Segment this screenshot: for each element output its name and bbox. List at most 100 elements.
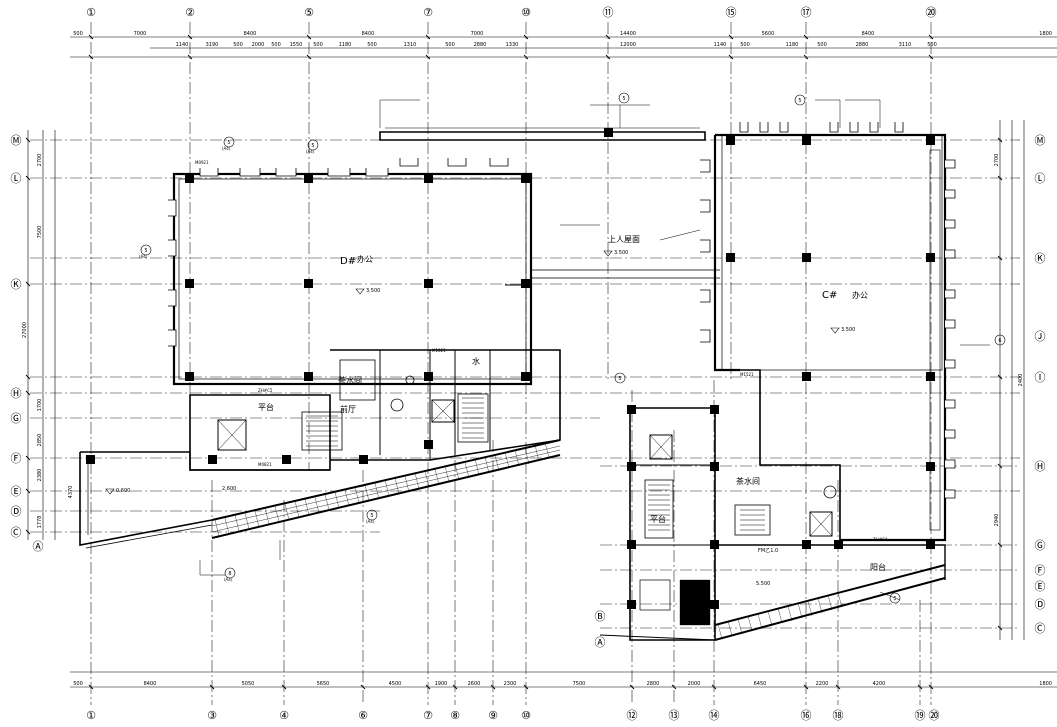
dim-topd-15: 500 [740,42,750,48]
dim-left-1: 7500 [37,226,43,239]
lower-right-ramp [599,564,946,641]
callout-3: 5 [622,96,625,102]
stair-door-label: FM乙1.0 [758,547,778,554]
door-tag-1: M1021 [432,348,446,353]
dim-top-1: 7000 [134,31,147,37]
dim-bot-10: 2000 [688,681,701,687]
office-d-label: 办公 [357,254,373,264]
axis-top-10: ⑩ [521,6,531,19]
axis-bottom-6: ⑥ [358,709,368,722]
lower-left-ramp [79,439,561,549]
dim-topd-1: 3190 [206,42,219,48]
bottom-dimensions: 500 8400 5050 5650 4500 1900 2600 2300 7… [73,681,1052,687]
axis-right-j: Ⓙ [1035,330,1046,343]
dim-bot-14: 1800 [1039,681,1052,687]
elev-roof: 3.500 [614,250,628,256]
dim-bot-1: 8400 [144,681,157,687]
dim-bot-9: 2800 [647,681,660,687]
room-labels: D# 办公 上人屋面 C# 办公 茶水间 茶水间 平台 平台 前厅 FM乙1.0… [258,235,886,572]
dim-topd-13: 12000 [620,42,636,48]
axis-left-f: Ⓕ [11,452,22,465]
building-d-walls [172,127,720,386]
axis-top-11: ⑪ [603,6,614,19]
axis-right-h: Ⓗ [1035,460,1046,473]
note-tag-2: (A4) [139,254,148,259]
axis-bottom-10: ⑩ [521,709,531,722]
tea-room-2-label: 茶水间 [736,476,760,486]
elev-lower-right: 5.500 [756,581,770,587]
callout-7: 5 [893,596,896,602]
ramp-hatching-right [679,579,843,640]
detail-callout-numbers: 5 5 5 5 5 8 5 5 5 6 [144,96,1001,602]
note-tag-1: (A4) [306,149,315,154]
ramp-hatching-left [214,442,550,537]
top-detail-dimensions: 1140 3190 500 2000 500 1550 500 1180 500… [176,42,937,48]
door-tag-2: M0821 [258,462,272,467]
axis-right-b: Ⓑ [595,610,606,623]
elev-d: 3.500 [366,288,380,294]
dim-left-4: 2850 [37,434,43,447]
axis-top-15: ⑮ [726,6,737,19]
axis-bottom-9: ⑨ [488,709,498,722]
elevation-marks: 3.500 3.500 3.500 5.500 0.600 2.600 [105,250,855,587]
dim-topd-12: 1330 [506,42,519,48]
left-dimensions: 2700 7500 27000 1700 2850 2380 4370 1778 [22,154,74,529]
dim-topd-6: 500 [313,42,323,48]
note-tag-3: (A4) [224,577,233,582]
dim-topd-2: 500 [233,42,243,48]
axis-right-l: Ⓛ [1035,172,1046,185]
elev-c: 3.500 [841,327,855,333]
leader-lines [199,99,990,601]
dim-bot-2: 5050 [242,681,255,687]
callout-6: 5 [370,513,373,519]
axis-bottom-1: ① [86,709,96,722]
axis-right-i: Ⓘ [1035,371,1046,384]
landing-2-label: 平台 [650,514,666,524]
dim-topd-18: 2880 [856,42,869,48]
dim-top-5: 14400 [620,31,636,37]
axis-top-17: ⑰ [801,6,812,19]
note-tags: (A4) (A4) (A4) (A4) (A4) [139,146,375,582]
dim-top-4: 7000 [471,31,484,37]
callout-4: 5 [798,98,801,104]
door-tags: M0921 M1021 M0821 M1521 ZH#C4 ZH#C5 [195,160,888,542]
axis-bottom-14: ⑭ [709,709,720,722]
right-dimensions: 2700 2400 2940 [994,154,1024,527]
callout-9: 6 [998,338,1001,344]
dimension-lines [27,36,1057,688]
callout-8: 5 [618,376,621,382]
dim-topd-20: 500 [927,42,937,48]
dim-top-0: 500 [73,31,83,37]
dim-topd-4: 500 [271,42,281,48]
elev-lower-left: 0.600 [116,488,130,494]
top-overall-dimensions: 500 7000 8400 8400 7000 14400 5600 8400 … [73,31,1052,37]
lower-right-core [629,369,946,641]
dim-bot-11: 6450 [754,681,767,687]
axis-bubbles-right: Ⓜ Ⓛ Ⓚ Ⓙ Ⓘ Ⓗ Ⓖ Ⓕ Ⓔ Ⓓ Ⓒ Ⓑ Ⓐ [595,134,1046,649]
dim-topd-19: 3110 [899,42,912,48]
dim-bot-13: 4200 [873,681,886,687]
dim-bot-3: 5650 [317,681,330,687]
dim-left-6: 4370 [68,486,74,499]
axis-top-20: ⑳ [926,6,937,19]
axis-bottom-4: ④ [279,709,289,722]
dim-left-7: 1778 [37,516,43,529]
axis-top-7: ⑦ [423,6,433,19]
dim-topd-14: 1140 [714,42,727,48]
dim-topd-5: 1550 [290,42,303,48]
axis-bottom-18: ⑱ [833,709,844,722]
dim-bot-0: 500 [73,681,83,687]
axis-right-g: Ⓖ [1035,539,1046,552]
axis-right-c: Ⓒ [1035,622,1046,635]
axis-bottom-13: ⑬ [669,709,680,722]
axis-bubbles-left: Ⓜ Ⓛ Ⓚ Ⓗ Ⓖ Ⓕ Ⓔ Ⓓ Ⓒ Ⓐ [11,134,44,553]
callout-2: 5 [144,248,147,254]
reception-label: 前厅 [340,404,356,414]
dim-topd-11: 2880 [474,42,487,48]
axis-right-a: Ⓐ [595,636,606,649]
roof-label: 上人屋面 [608,235,640,244]
axis-top-5: ⑤ [304,6,314,19]
axis-bottom-19: ⑲ [915,709,926,722]
door-tag-3: M1521 [740,372,754,377]
dim-topd-10: 500 [445,42,455,48]
